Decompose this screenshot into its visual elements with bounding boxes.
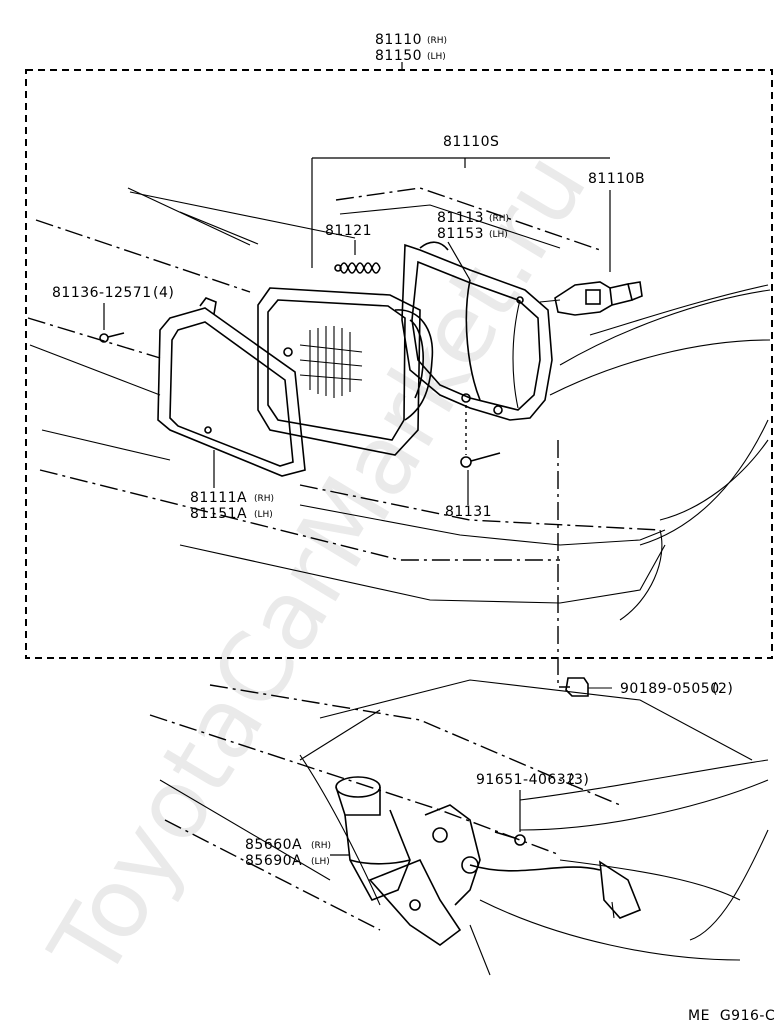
- screw-icon: [99, 332, 125, 343]
- retaining-ring-icon: [157, 297, 306, 477]
- label-bulb: 81110B: [588, 171, 645, 272]
- svg-text:81113: 81113: [437, 210, 484, 226]
- svg-text:(LH): (LH): [489, 230, 508, 240]
- svg-text:(LH): (LH): [311, 857, 330, 867]
- svg-text:85660A: 85660A: [245, 837, 302, 853]
- retractor-motor-icon: [335, 776, 642, 946]
- label-bolt: 91651-40632 (3): [476, 772, 589, 832]
- headlamp-housing-icon: [401, 241, 553, 421]
- svg-text:81110S: 81110S: [443, 134, 499, 150]
- svg-text:81110B: 81110B: [588, 171, 645, 187]
- bolt-icon: [494, 831, 526, 846]
- svg-text:81110: 81110: [375, 32, 422, 48]
- label-nut-clip: 90189-05050 (2): [620, 681, 733, 697]
- svg-text:81151A: 81151A: [190, 506, 247, 522]
- svg-text:81131: 81131: [445, 504, 492, 520]
- svg-text:ToyotaCarMarket.ru: ToyotaCarMarket.ru: [28, 134, 608, 998]
- svg-text:91651-40632: 91651-40632: [476, 772, 576, 788]
- label-retractor-motor: 85660A (RH) 85690A (LH): [245, 837, 350, 869]
- svg-text:ME G916-C: ME G916-C: [688, 1008, 775, 1024]
- svg-text:81153: 81153: [437, 226, 484, 242]
- spring-icon: [334, 262, 381, 274]
- sealed-beam-unit-icon: [257, 287, 434, 456]
- svg-text:(LH): (LH): [254, 510, 273, 520]
- svg-text:(RH): (RH): [489, 214, 509, 224]
- label-sealed-unit: 81110S: [311, 134, 610, 268]
- label-housing: 81113 (RH) 81153 (LH): [437, 210, 509, 281]
- adjust-screw-icon: [460, 405, 501, 468]
- label-adjust-screw: 81131: [445, 470, 492, 520]
- svg-text:(2): (2): [712, 681, 733, 697]
- svg-text:81121: 81121: [325, 223, 372, 239]
- svg-text:81136-12571: 81136-12571: [52, 285, 152, 301]
- svg-text:(4): (4): [153, 285, 174, 301]
- svg-text:81150: 81150: [375, 48, 422, 64]
- svg-text:(RH): (RH): [427, 36, 447, 46]
- vehicle-body-lines-upper: [27, 187, 771, 621]
- watermark: ToyotaCarMarket.ru: [28, 134, 608, 998]
- label-headlamp-assy: 81110 (RH) 81150 (LH): [375, 32, 447, 70]
- nut-clip-icon: [565, 677, 612, 697]
- clip-leader: [557, 440, 570, 688]
- halogen-bulb-icon: [539, 281, 643, 316]
- svg-text:(RH): (RH): [254, 494, 274, 504]
- assembly-boundary: [25, 69, 773, 659]
- vehicle-body-lines-lower: [149, 679, 769, 976]
- svg-text:(LH): (LH): [427, 52, 446, 62]
- svg-text:81111A: 81111A: [190, 490, 247, 506]
- lens-pattern: [299, 326, 363, 398]
- diagram-code: ME G916-C: [688, 1008, 775, 1024]
- svg-text:85690A: 85690A: [245, 853, 302, 869]
- svg-text:90189-05050: 90189-05050: [620, 681, 720, 697]
- svg-text:(RH): (RH): [311, 841, 331, 851]
- label-screw-rim: 81136-12571 (4): [52, 285, 174, 330]
- label-spring: 81121: [325, 223, 372, 255]
- svg-text:(3): (3): [568, 772, 589, 788]
- label-retaining-ring: 81111A (RH) 81151A (LH): [190, 450, 274, 522]
